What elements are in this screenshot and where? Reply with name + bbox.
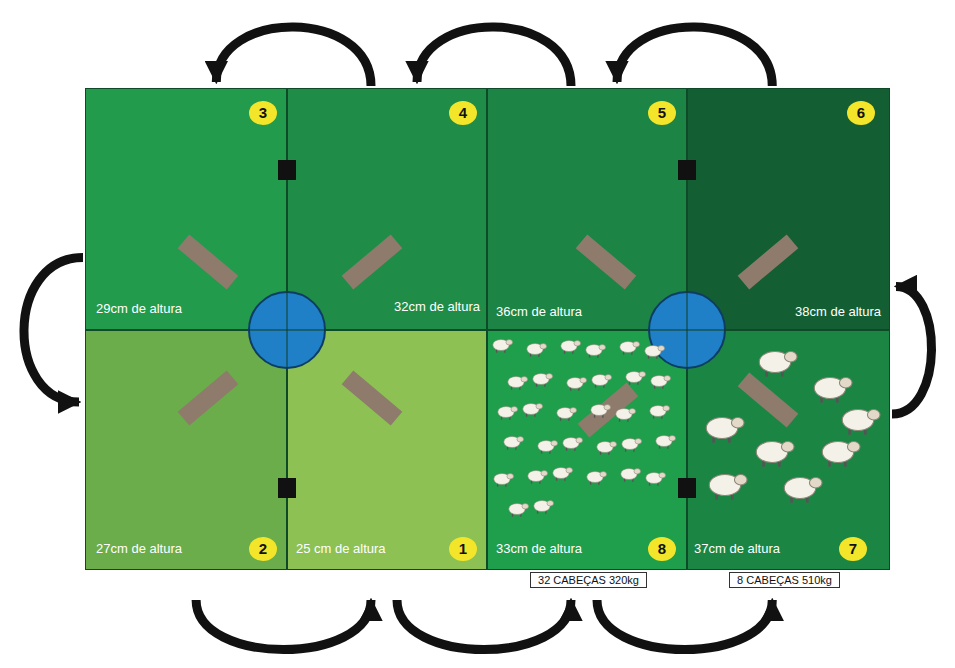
grass-height-label: 25 cm de altura [296, 541, 386, 556]
grass-height-label: 27cm de altura [96, 541, 182, 556]
rotation-arrow [216, 27, 371, 86]
feed-trough [178, 235, 799, 438]
grass-height-label: 36cm de altura [496, 304, 582, 319]
rotation-arrow [397, 600, 571, 650]
herd-label: 8 CABEÇAS 510kg [730, 573, 839, 587]
rotation-arrow [417, 27, 571, 86]
herd-label: 32 CABEÇAS 320kg [531, 573, 646, 587]
paddock: 1 25 cm de altura [287, 330, 487, 570]
callout-number: 5 [648, 101, 676, 125]
callout-number: 8 [648, 537, 676, 561]
callout-number: 7 [839, 537, 867, 561]
rotation-arrow [24, 257, 83, 402]
paddock: 2 27cm de altura [85, 330, 287, 570]
rotation-arrow [892, 286, 932, 414]
paddock: 4 32cm de altura [287, 88, 487, 330]
herd-label-box: 32 CABEÇAS 320kg [530, 572, 647, 588]
callout-number: 2 [249, 537, 277, 561]
callout-number: 3 [249, 101, 277, 125]
paddock-divider [249, 292, 725, 368]
sheep-flock [493, 340, 880, 517]
rotation-arrow [196, 600, 371, 650]
rotation-arrow [617, 27, 772, 86]
callout-number: 6 [847, 101, 875, 125]
paddock: 5 36cm de altura [487, 88, 687, 330]
salt-feeder [278, 160, 696, 498]
paddock: 3 29cm de altura [85, 88, 287, 330]
water-trough [249, 292, 725, 368]
grass-height-label: 37cm de altura [694, 541, 780, 556]
callout-number: 1 [449, 537, 477, 561]
paddock: 7 37cm de altura [687, 330, 890, 570]
paddock: 6 38cm de altura [687, 88, 890, 330]
grass-height-label: 32cm de altura [394, 299, 480, 314]
callout-number: 4 [449, 101, 477, 125]
herd-label-box: 8 CABEÇAS 510kg [729, 572, 840, 588]
rotation-arrow [597, 600, 772, 650]
paddock: 8 33cm de altura [487, 330, 687, 570]
grass-height-label: 38cm de altura [795, 304, 881, 319]
grass-height-label: 29cm de altura [96, 301, 182, 316]
grass-height-label: 33cm de altura [496, 541, 582, 556]
